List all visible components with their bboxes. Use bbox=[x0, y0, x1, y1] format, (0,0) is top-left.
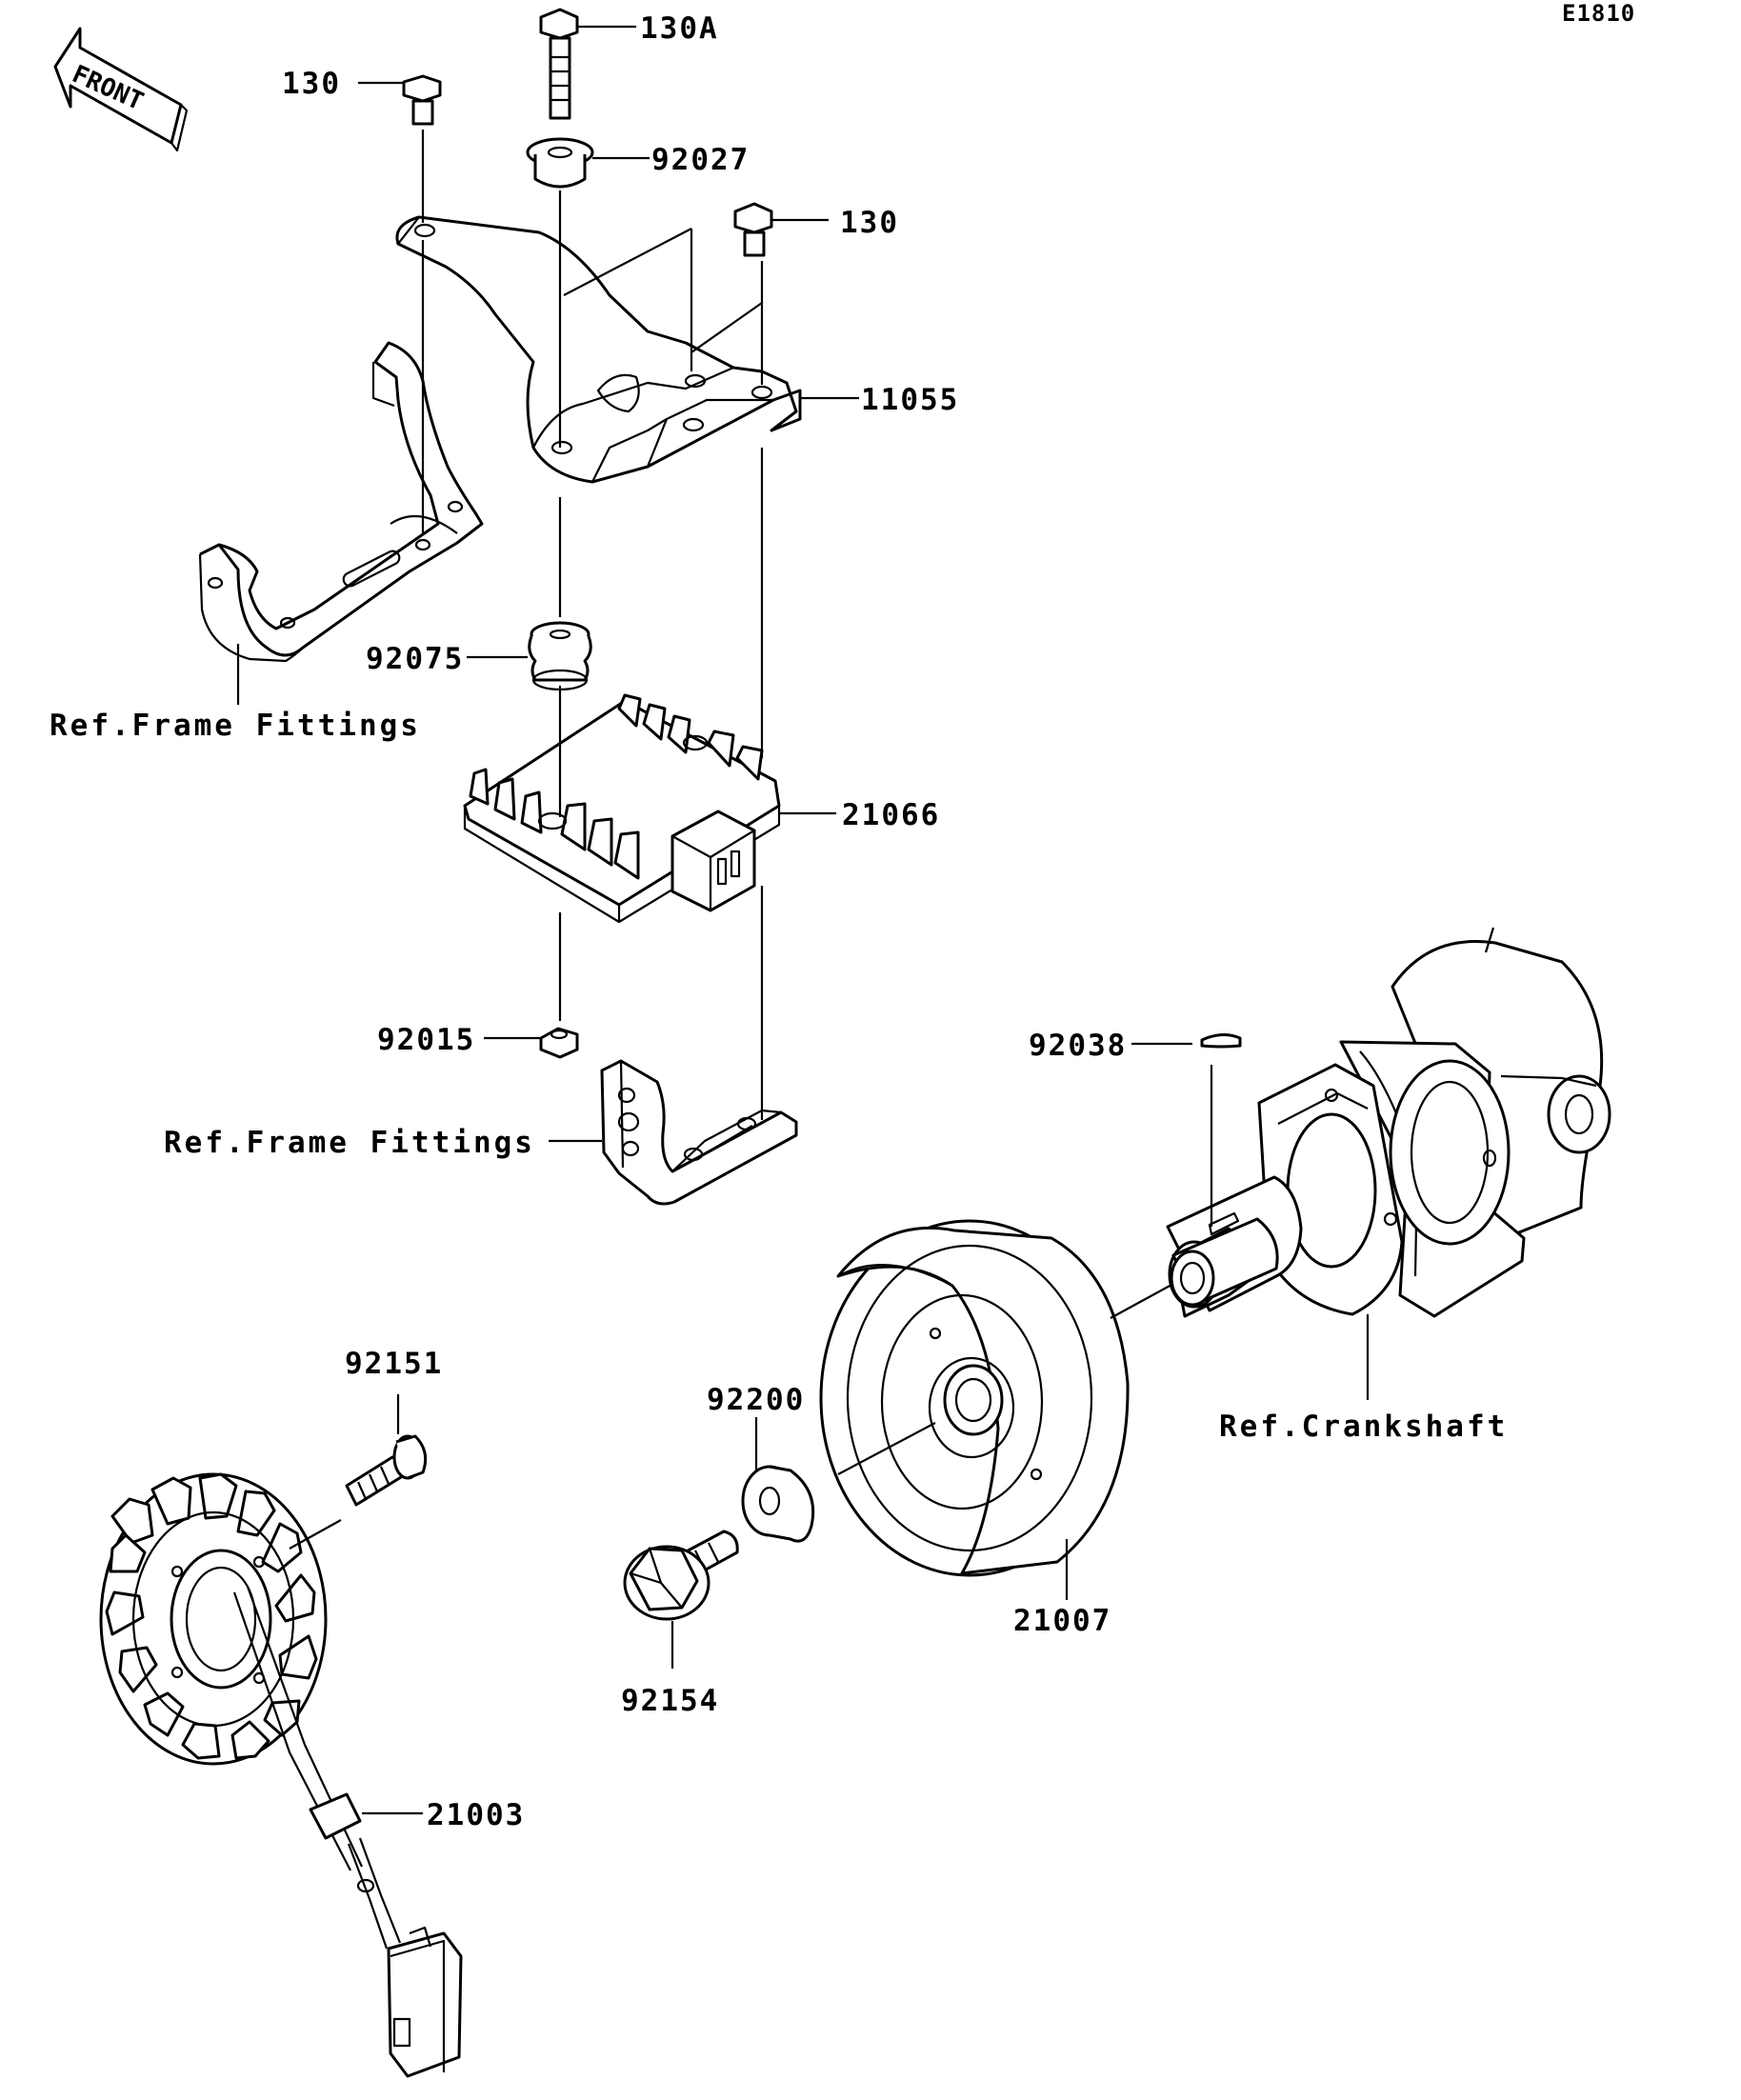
stator-coils bbox=[105, 1472, 318, 1760]
flange-bolt-92154 bbox=[623, 1530, 739, 1669]
label-92200: 92200 bbox=[707, 1383, 805, 1417]
stator-21003 bbox=[99, 1472, 463, 2078]
alignment-lines-upper bbox=[421, 130, 764, 1120]
bracket-11055 bbox=[395, 215, 859, 484]
ref-frame-fittings-upper: Ref.Frame Fittings bbox=[50, 709, 421, 743]
diagram-code: E1810 bbox=[1562, 0, 1635, 27]
woodruff-key-92038 bbox=[1131, 1033, 1242, 1227]
flywheel-rotor-21007 bbox=[819, 1219, 1130, 1600]
bolt-130-left bbox=[358, 74, 442, 126]
front-arrow-icon: FRONT bbox=[53, 27, 189, 152]
bolt-130a bbox=[539, 8, 636, 120]
label-92015: 92015 bbox=[377, 1023, 475, 1057]
crankshaft-snout bbox=[1110, 1217, 1279, 1319]
label-92027: 92027 bbox=[651, 143, 750, 177]
bolt-130-right bbox=[733, 202, 829, 257]
crankshaft bbox=[1166, 927, 1611, 1400]
label-92038: 92038 bbox=[1029, 1029, 1127, 1063]
frame-fitting-lower bbox=[549, 1059, 798, 1206]
washer-92200 bbox=[741, 1417, 936, 1543]
label-130a: 130A bbox=[640, 11, 719, 46]
ref-frame-fittings-lower: Ref.Frame Fittings bbox=[164, 1126, 535, 1160]
label-11055: 11055 bbox=[861, 383, 959, 417]
label-21003: 21003 bbox=[427, 1798, 525, 1832]
label-92151: 92151 bbox=[345, 1347, 443, 1381]
bolt-92151 bbox=[289, 1394, 428, 1550]
label-21007: 21007 bbox=[1013, 1604, 1111, 1638]
collar-92027 bbox=[526, 137, 650, 189]
label-92075: 92075 bbox=[366, 642, 464, 676]
label-92154: 92154 bbox=[621, 1684, 719, 1718]
heatsink-fins bbox=[469, 693, 764, 880]
label-130-left: 130 bbox=[282, 67, 341, 101]
grommet-92075 bbox=[467, 621, 592, 691]
regulator-rectifier-21066 bbox=[463, 693, 836, 924]
label-21066: 21066 bbox=[842, 798, 940, 832]
nut-92015 bbox=[484, 1027, 579, 1059]
label-130-right: 130 bbox=[840, 206, 899, 240]
ref-crankshaft: Ref.Crankshaft bbox=[1219, 1410, 1508, 1444]
